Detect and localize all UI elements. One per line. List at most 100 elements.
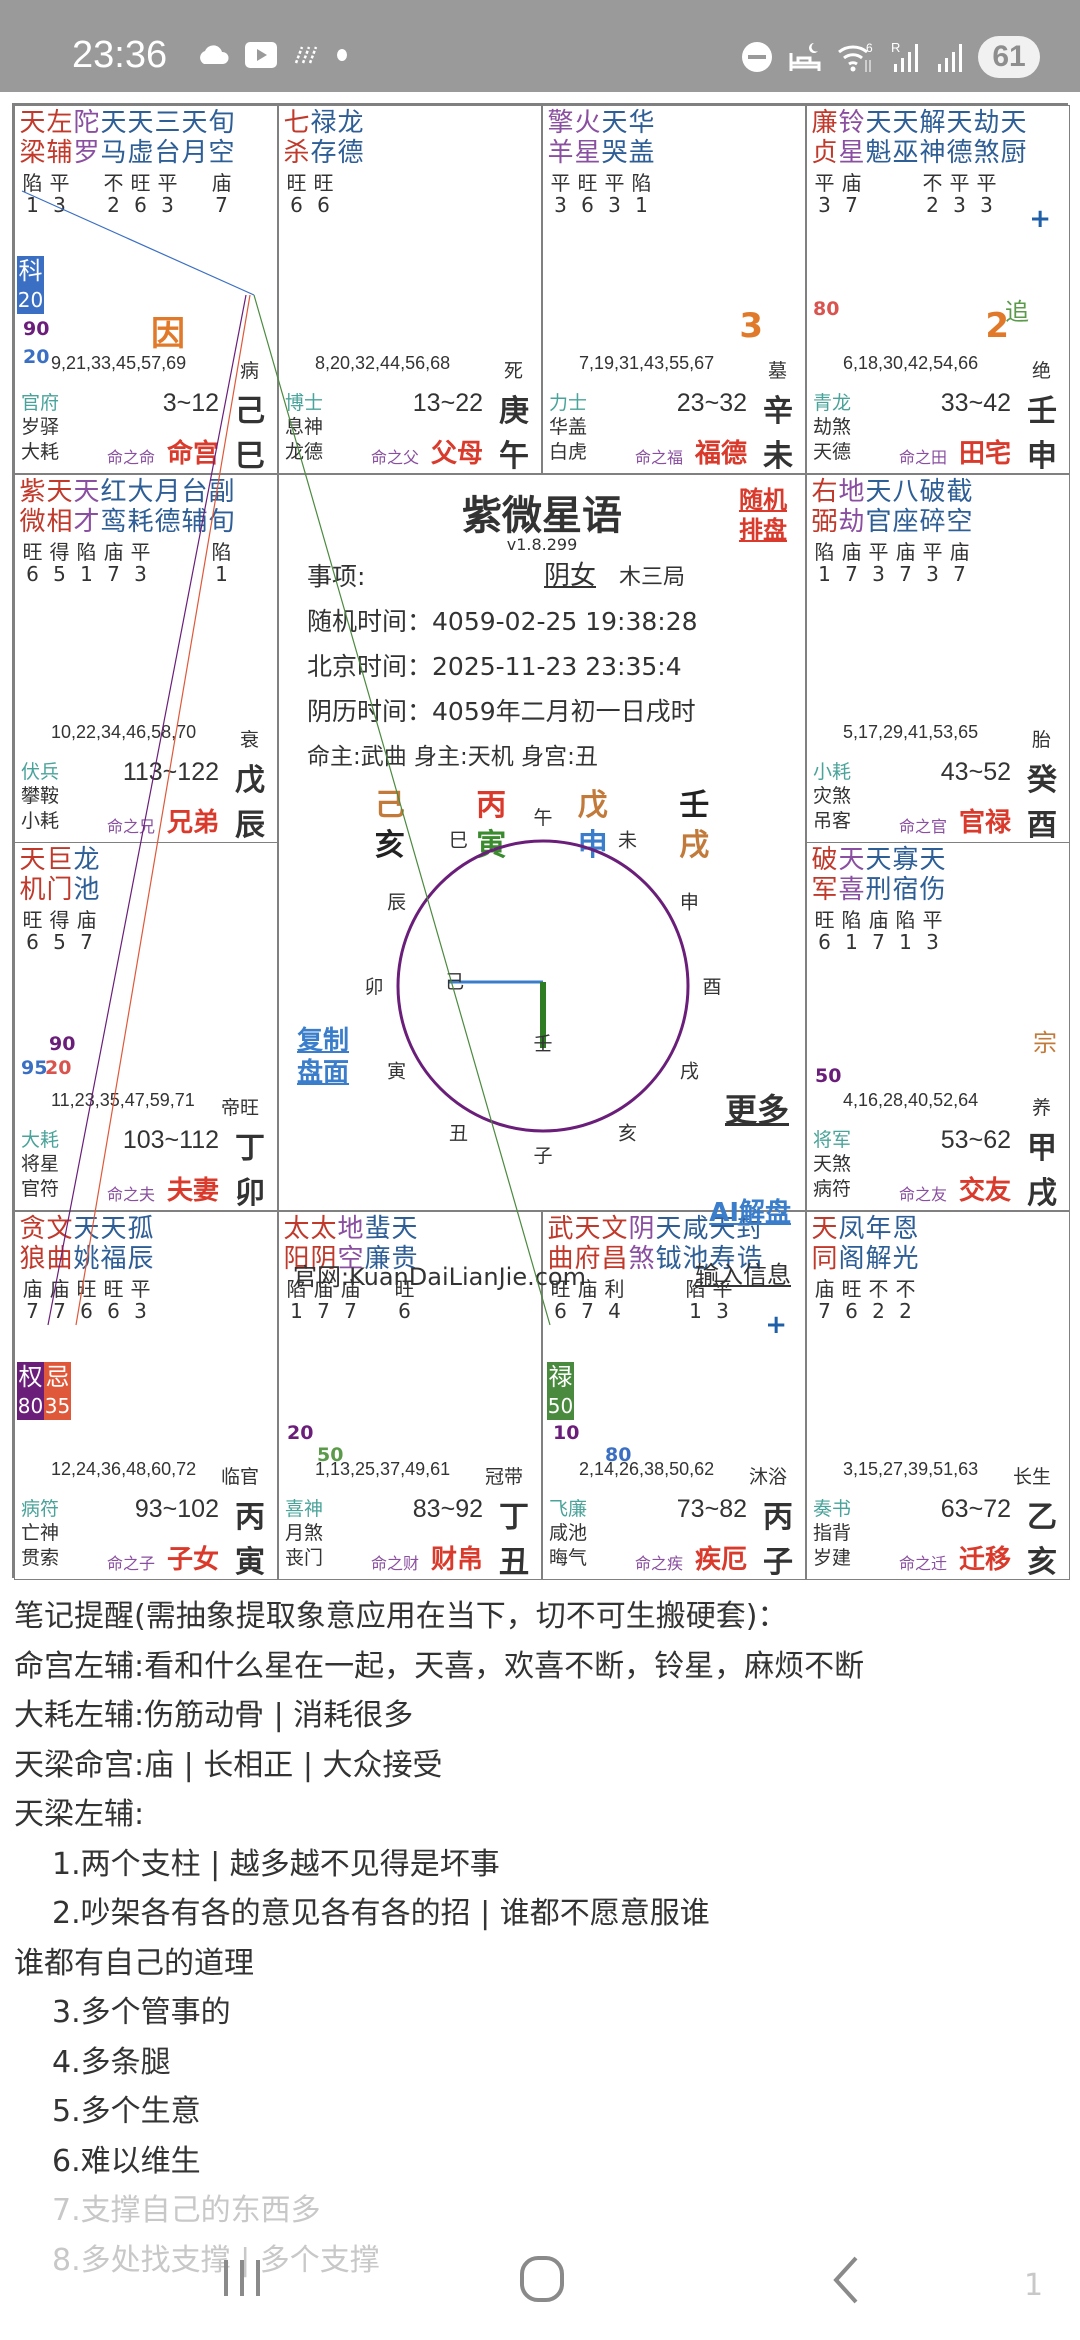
palace-name[interactable]: 父母 bbox=[430, 439, 483, 469]
back-icon[interactable] bbox=[826, 2254, 866, 2314]
palace-name[interactable]: 迁移 bbox=[958, 1544, 1011, 1575]
home-icon[interactable] bbox=[518, 2254, 566, 2314]
star[interactable]: 月德 bbox=[154, 477, 181, 585]
star[interactable]: 陀罗 bbox=[73, 108, 100, 216]
star[interactable]: 天巫 bbox=[892, 108, 919, 216]
star[interactable]: 封诰 bbox=[736, 1214, 763, 1322]
palace-name[interactable]: 福德 bbox=[694, 439, 747, 469]
ai-interpret-button[interactable]: AI解盘 bbox=[709, 1198, 791, 1228]
palace-name[interactable]: 夫妻 bbox=[166, 1176, 219, 1206]
star[interactable]: 阴煞 bbox=[628, 1214, 655, 1322]
more-button[interactable]: 更多 bbox=[724, 1091, 789, 1129]
palace-name[interactable]: 疾厄 bbox=[694, 1544, 747, 1575]
website-link[interactable]: 官网:KuanDaiLianJie.com bbox=[293, 1263, 586, 1291]
star[interactable]: 台辅 bbox=[181, 477, 208, 585]
palace-name[interactable]: 官禄 bbox=[958, 807, 1011, 838]
palace-name[interactable]: 兄弟 bbox=[166, 807, 219, 838]
star[interactable]: 天厨 bbox=[1000, 108, 1027, 216]
palace-name[interactable]: 财帛 bbox=[430, 1544, 483, 1575]
star[interactable]: 天月 bbox=[181, 108, 208, 216]
gender-link[interactable]: 阴女 bbox=[544, 561, 597, 591]
star[interactable]: 龙德 bbox=[337, 108, 364, 216]
random-chart-button[interactable]: 随机 排盘 bbox=[739, 486, 787, 544]
star[interactable]: 天钺 bbox=[655, 1214, 682, 1322]
notes-panel[interactable]: 笔记提醒(需抽象提取象意应用在当下，切不可生搬硬套)：命宫左辅:看和什么星在一起… bbox=[14, 1592, 1064, 2285]
palace-name[interactable]: 田宅 bbox=[958, 439, 1011, 469]
palace-name[interactable]: 交友 bbox=[958, 1176, 1011, 1206]
recents-icon[interactable] bbox=[218, 2254, 266, 2310]
expand-plus-icon[interactable]: + bbox=[765, 1309, 787, 1340]
copy-chart-button[interactable]: 复制 盘面 bbox=[297, 1026, 350, 1088]
star[interactable]: 天魁 bbox=[865, 108, 892, 216]
expand-plus-icon[interactable]: + bbox=[1029, 204, 1051, 234]
palace-name[interactable]: 命宫 bbox=[166, 439, 219, 469]
palace-name[interactable]: 子女 bbox=[166, 1544, 219, 1575]
input-info-button[interactable]: 输入信息 bbox=[695, 1261, 791, 1289]
